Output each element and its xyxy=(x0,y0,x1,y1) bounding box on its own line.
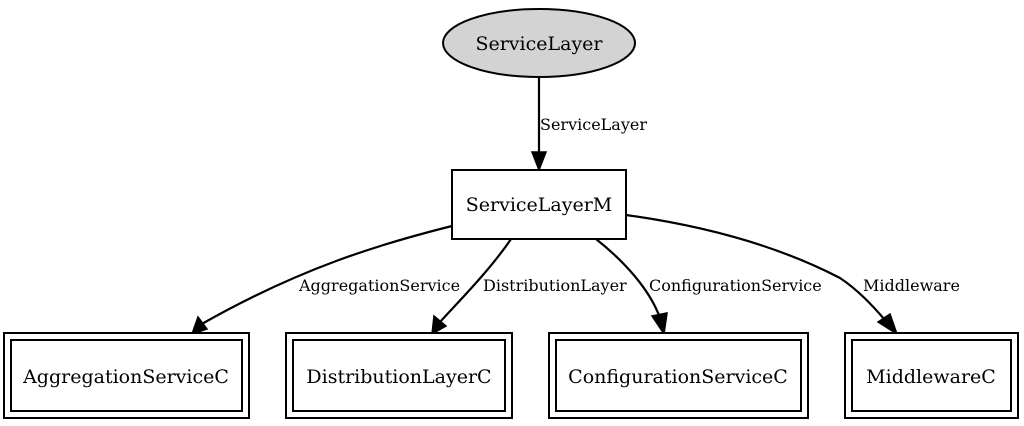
module-node-shape xyxy=(451,169,627,240)
edge-distributionlayer-line xyxy=(439,238,512,323)
edge-servicelayer-label: ServiceLayer xyxy=(540,115,647,134)
edge-distributionlayer-arrowhead xyxy=(431,314,448,336)
component-node-inner-border xyxy=(851,339,1012,412)
module-node[interactable]: ServiceLayerM xyxy=(451,169,627,240)
edge-middleware-arrowhead xyxy=(876,312,899,336)
edge-servicelayer-arrowhead xyxy=(530,151,548,173)
edge-aggregationservice: AggregationService xyxy=(190,224,460,336)
edge-aggregationservice-arrowhead xyxy=(190,315,209,336)
edge-aggregationservice-label: AggregationService xyxy=(298,276,460,295)
component-node-configurationservicec[interactable]: ConfigurationServiceC xyxy=(548,332,809,419)
component-node-aggregationservicec[interactable]: AggregationServiceC xyxy=(3,332,250,419)
edge-middleware-line xyxy=(625,213,886,321)
edge-configurationservice-label: ConfigurationService xyxy=(649,276,822,295)
edge-middleware: Middleware xyxy=(625,213,960,336)
edge-middleware-label: Middleware xyxy=(863,276,960,295)
component-node-inner-border xyxy=(10,339,243,412)
edge-servicelayer: ServiceLayer xyxy=(530,77,647,173)
component-node-label: AggregationServiceC xyxy=(22,366,229,388)
edge-configurationservice-line xyxy=(595,238,662,319)
edge-distributionlayer-label: DistributionLayer xyxy=(483,276,627,295)
edge-distributionlayer: DistributionLayer xyxy=(431,238,627,336)
module-node-label: ServiceLayerM xyxy=(466,194,613,216)
component-node-inner-border xyxy=(555,339,802,412)
component-node-label: MiddlewareC xyxy=(866,366,996,388)
component-node-inner-border xyxy=(292,339,506,412)
edge-configurationservice: ConfigurationService xyxy=(595,238,822,337)
edge-aggregationservice-line xyxy=(199,224,453,326)
root-node-label: ServiceLayer xyxy=(475,33,603,55)
edge-configurationservice-arrowhead xyxy=(650,312,668,337)
component-node-middlewarec[interactable]: MiddlewareC xyxy=(844,332,1019,419)
component-node-distributionlayerc[interactable]: DistributionLayerC xyxy=(285,332,513,419)
component-node-label: ConfigurationServiceC xyxy=(568,366,788,388)
root-node[interactable]: ServiceLayer xyxy=(442,8,636,78)
component-node-label: DistributionLayerC xyxy=(306,366,491,388)
